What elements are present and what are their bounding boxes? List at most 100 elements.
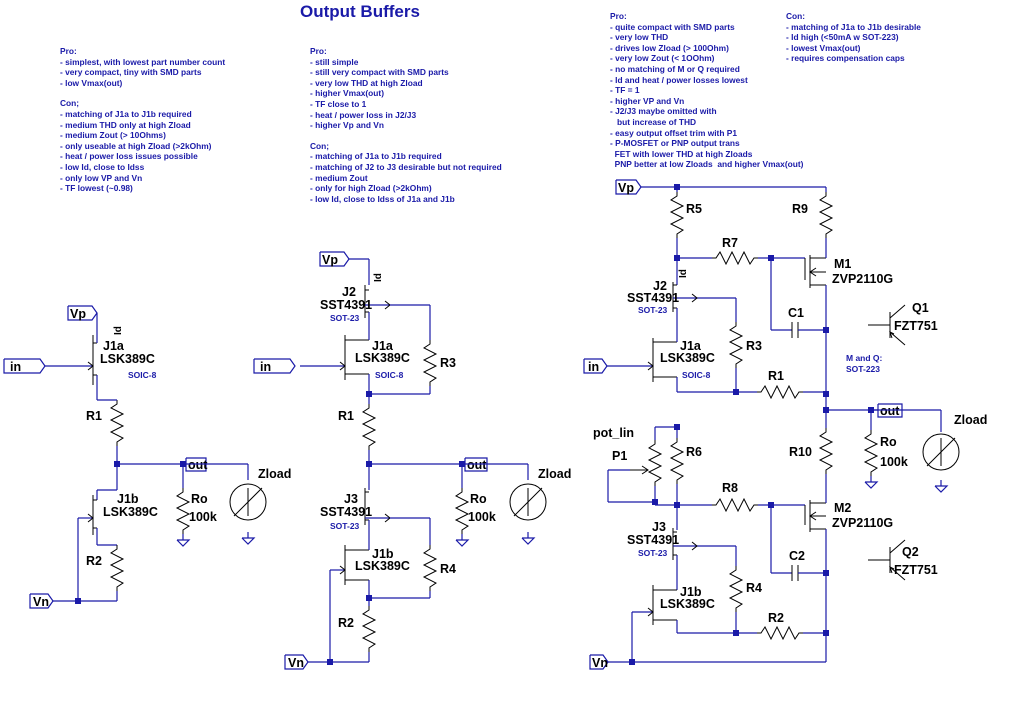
notes-line: - Id and heat / power losses lowest: [610, 74, 748, 85]
c2-zload-label: Zload: [538, 467, 571, 481]
circuit1: Vp Id J1a LSK389C SOIC-8 in R1: [3, 305, 291, 609]
c3-r8-label: R8: [722, 481, 738, 495]
notes-line: - only low VP and Vn: [60, 172, 143, 183]
c1-j1b-name: J1b: [117, 492, 139, 506]
c2-zload-source: [509, 483, 547, 521]
c1-vn-flag: [29, 593, 54, 609]
c3-zload-source: [922, 433, 960, 471]
c3-r3-label: R3: [746, 339, 762, 353]
c3-q2-name: Q2: [902, 545, 919, 559]
c3-r5-label: R5: [686, 202, 702, 216]
c1-ro-label: Ro: [191, 492, 208, 506]
c2-j2-pkg: SOT-23: [330, 313, 360, 323]
notes-line: - low Id, close to Idss of J1a and J1b: [310, 193, 455, 204]
notes-line: - higher VP and Vn: [610, 95, 685, 106]
notes-line: - still very compact with SMD parts: [310, 67, 449, 78]
notes-line: - very compact, tiny with SMD parts: [60, 67, 202, 78]
c2-j1a-pkg: SOIC-8: [375, 370, 404, 380]
c2-r4-label: R4: [440, 562, 456, 576]
notes-line: - medium Zout: [310, 172, 368, 183]
notes-line: - TF close to 1: [310, 98, 367, 109]
notes-line: - higher Vp and Vn: [310, 120, 384, 131]
c3-vn-label: Vn: [592, 656, 608, 670]
notes-line: - TF lowest (~0.98): [60, 183, 133, 194]
c3-out-label: out: [880, 404, 900, 418]
c2-ro-value: 100k: [468, 510, 496, 524]
notes-line: - very low THD: [610, 32, 669, 43]
notes-line: - easy output offset trim with P1: [610, 127, 738, 138]
notes-line: - quite compact with SMD parts: [610, 21, 735, 32]
notes-line: - low Vmax(out): [60, 77, 123, 88]
c3-out-flag: [877, 403, 903, 418]
c3-p1-label: P1: [612, 449, 627, 463]
c3-m1-name: M1: [834, 257, 851, 271]
c3-j1b-part: LSK389C: [660, 597, 715, 611]
notes-line: - P-MOSFET or PNP output trans: [610, 138, 740, 149]
c1-j1b-part: LSK389C: [103, 505, 158, 519]
c2-vp-flag: [319, 251, 350, 267]
notes-line: - requires compensation caps: [786, 53, 905, 64]
notes-circuit3-con: Con:- matching of J1a to J1b desirable- …: [786, 11, 921, 64]
c3-j3-name: J3: [652, 520, 666, 534]
c1-id-label: Id: [113, 326, 124, 335]
c3-r2-label: R2: [768, 611, 784, 625]
c3-c2-label: C2: [789, 549, 805, 563]
c1-out-flag: [185, 457, 207, 472]
c2-j3-part: SST4391: [320, 505, 372, 519]
notes-line: PNP better at low Zloads and higher Vmax…: [610, 159, 804, 170]
c3-q1-name: Q1: [912, 301, 929, 315]
c2-r2-label: R2: [338, 616, 354, 630]
c2-j3-pkg: SOT-23: [330, 521, 360, 531]
notes-line: - very low Zout (< 1OOhm): [610, 53, 715, 64]
c3-ro-label: Ro: [880, 435, 897, 449]
c1-vn-label: Vn: [33, 595, 49, 609]
circuit3: Vp R5 R9 R7: [583, 179, 987, 670]
c2-r1-label: R1: [338, 409, 354, 423]
notes-line: but increase of THD: [610, 116, 697, 127]
notes-header: Pro:: [60, 46, 77, 56]
c2-in-flag: [253, 358, 296, 374]
c2-j3-name: J3: [344, 492, 358, 506]
c1-j1a-name: J1a: [103, 339, 125, 353]
c3-j1a-name: J1a: [680, 339, 702, 353]
c3-in-label: in: [588, 360, 599, 374]
c2-j1b-part: LSK389C: [355, 559, 410, 573]
notes-line: - higher Vmax(out): [310, 88, 384, 99]
c1-out-label: out: [188, 458, 208, 472]
notes-line: - matching of J1a to J1b required: [310, 151, 442, 162]
notes-line: - Id high (<50mA w SOT-223): [786, 32, 899, 43]
notes-line: - only useable at high Zload (>2kOhm): [60, 140, 212, 151]
c3-vp-flag: [615, 179, 642, 195]
c2-out-label: out: [467, 458, 487, 472]
c2-in-label: in: [260, 360, 271, 374]
c3-j3-part: SST4391: [627, 533, 679, 547]
page-title: Output Buffers: [300, 2, 420, 21]
c3-mq-note: M and Q:: [846, 353, 883, 363]
c1-in-flag: [3, 358, 46, 374]
c3-ro-value: 100k: [880, 455, 908, 469]
c1-r1-label: R1: [86, 409, 102, 423]
notes-line: FET with lower THD at high Zloads: [610, 148, 753, 159]
c1-j1a-part: LSK389C: [100, 352, 155, 366]
c3-in-flag: [583, 358, 608, 374]
c1-vp-label: Vp: [70, 307, 86, 321]
c3-zload-label: Zload: [954, 413, 987, 427]
notes-header: Con;: [60, 98, 80, 109]
c2-id-label: Id: [373, 273, 384, 282]
notes-line: - matching of J1a to J1b desirable: [786, 21, 921, 32]
c2-j1a-part: LSK389C: [355, 351, 410, 365]
c3-m1-part: ZVP2110G: [832, 272, 893, 286]
notes-header: Pro:: [610, 11, 627, 21]
notes-line: - TF = 1: [610, 85, 640, 96]
c3-r6-label: R6: [686, 445, 702, 459]
c2-out-flag: [464, 457, 488, 472]
c3-r1-label: R1: [768, 369, 784, 383]
notes-circuit3: Pro:- quite compact with SMD parts- very…: [610, 11, 803, 170]
c2-r3-label: R3: [440, 356, 456, 370]
c3-j1a-pkg: SOIC-8: [682, 370, 711, 380]
c2-vn-flag: [284, 654, 309, 670]
c1-zload-label: Zload: [258, 467, 291, 481]
c1-in-label: in: [10, 360, 21, 374]
